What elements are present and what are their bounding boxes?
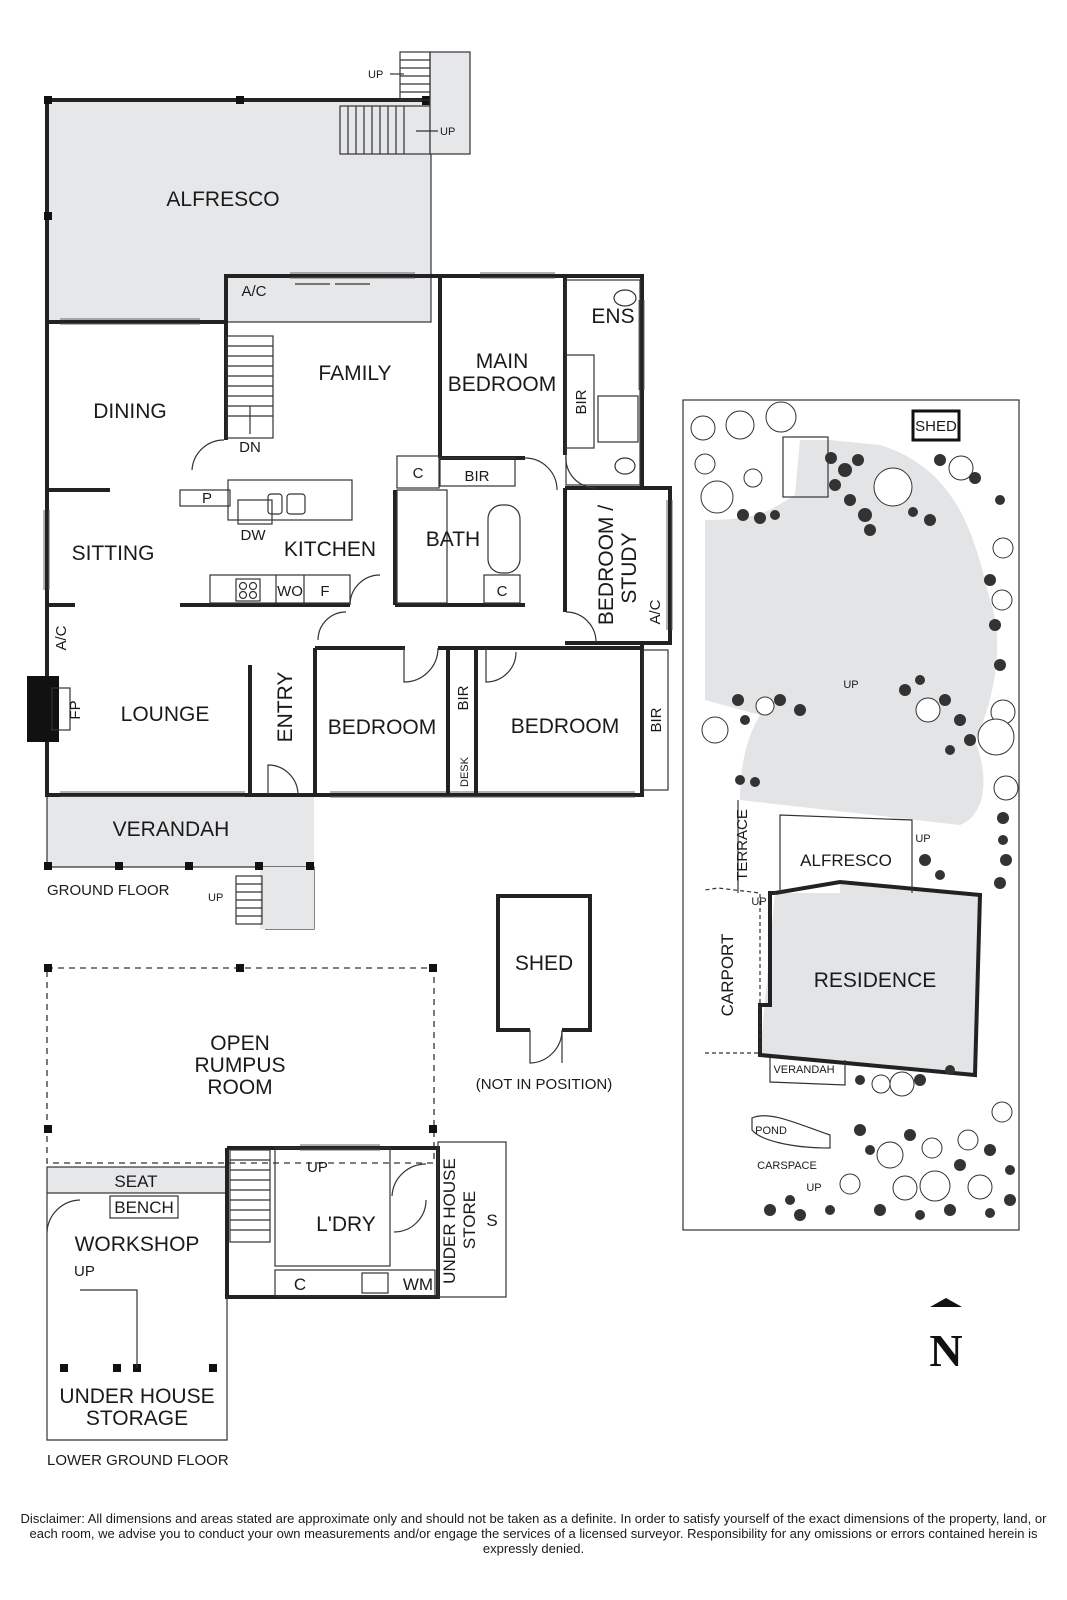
lower-ground-floor-plan: OPEN RUMPUS ROOM SEAT BENCH WORKSHOP L'D… <box>44 964 507 1469</box>
washing-machine-label: WM <box>403 1275 433 1294</box>
site-trees <box>690 401 1019 1202</box>
room-entry: ENTRY <box>274 672 297 743</box>
room-ensuite: ENS <box>591 305 634 328</box>
bir-bedroom1-label: BIR <box>455 685 472 710</box>
site-carspace-label: CARSPACE <box>757 1160 817 1172</box>
shed-plan: SHED (NOT IN POSITION) <box>476 894 612 1093</box>
site-shrubs <box>732 452 1016 1221</box>
room-bedroom-2: BEDROOM <box>511 715 620 738</box>
bir-hall-label: BIR <box>464 468 489 485</box>
lawn-area <box>705 440 998 825</box>
room-workshop: WORKSHOP <box>75 1233 200 1256</box>
fireplace <box>27 676 59 742</box>
desk-label: DESK <box>459 756 471 787</box>
ground-floor-title: GROUND FLOOR <box>47 882 170 899</box>
ac-label-top: A/C <box>241 283 266 300</box>
site-pond-label: POND <box>755 1125 787 1137</box>
laundry-tiles <box>274 1147 391 1267</box>
dishwasher-label: DW <box>241 527 267 544</box>
room-rumpus-line3: ROOM <box>207 1076 272 1099</box>
verandah-deck <box>47 797 314 867</box>
lower-stairs <box>229 1149 271 1243</box>
room-kitchen: KITCHEN <box>284 538 376 561</box>
lower-up-label-b: UP <box>74 1263 95 1280</box>
room-rumpus-line1: OPEN <box>210 1032 270 1055</box>
seat-area <box>47 1167 227 1193</box>
room-rumpus-line2: RUMPUS <box>194 1054 285 1077</box>
room-alfresco: ALFRESCO <box>166 188 279 211</box>
lower-floor-title: LOWER GROUND FLOOR <box>47 1452 229 1469</box>
room-laundry: L'DRY <box>316 1213 376 1236</box>
room-bath: BATH <box>426 528 480 551</box>
room-under-house-store-line2: STORE <box>460 1191 479 1249</box>
fridge-label: F <box>320 583 329 600</box>
site-shed-label: SHED <box>915 418 957 435</box>
site-carport-label: CARPORT <box>718 934 737 1017</box>
fireplace-label: FP <box>67 700 84 719</box>
cupboard-label-2: C <box>497 583 508 600</box>
down-label: DN <box>239 439 261 456</box>
room-lounge: LOUNGE <box>121 703 210 726</box>
room-sitting: SITTING <box>72 542 155 565</box>
site-up-label-c: UP <box>751 896 766 908</box>
disclaimer-text: Disclaimer: All dimensions and areas sta… <box>20 1511 1047 1556</box>
shed-note: (NOT IN POSITION) <box>476 1076 612 1093</box>
room-bedroom-study-line1: BEDROOM / <box>595 505 618 625</box>
residence-outline <box>758 879 983 1078</box>
room-under-house-storage-line1: UNDER HOUSE <box>59 1385 214 1408</box>
ac-label-study: A/C <box>647 599 664 624</box>
site-alfresco-label: ALFRESCO <box>800 851 892 870</box>
north-arrow: N <box>929 1298 963 1376</box>
site-up-label-a: UP <box>843 679 858 691</box>
lower-up-label-a: UP <box>307 1159 328 1176</box>
site-plan: SHED TERRACE ALFRESCO CARPORT RESIDENCE … <box>682 399 1020 1231</box>
pond <box>751 1115 831 1149</box>
house-exterior-walls <box>45 274 672 797</box>
site-residence-label: RESIDENCE <box>814 969 937 992</box>
family-stairs <box>226 335 274 439</box>
up-label-3: UP <box>208 892 223 904</box>
shed-label: SHED <box>515 952 573 975</box>
north-label: N <box>929 1325 962 1376</box>
site-up-label-b: UP <box>915 833 930 845</box>
bir-bedroom2-label: BIR <box>648 707 665 732</box>
kitchen-island <box>227 479 353 521</box>
site-shed <box>911 409 961 442</box>
ac-label-left: A/C <box>53 625 70 650</box>
bath-tiles <box>396 489 448 604</box>
room-under-house-store-line1: UNDER HOUSE <box>440 1158 459 1284</box>
cupboard-label-1: C <box>413 465 424 482</box>
room-family: FAMILY <box>318 362 391 385</box>
rumpus-outline <box>46 967 435 1164</box>
laundry-cupboard-label: C <box>294 1275 306 1294</box>
store-s-label: S <box>486 1211 497 1230</box>
north-arrow-icon <box>930 1298 962 1307</box>
under-house-store <box>437 1141 507 1298</box>
site-up-label-d: UP <box>806 1182 821 1194</box>
kitchen-bench <box>209 574 351 604</box>
alfresco-deck <box>47 100 431 322</box>
room-bedroom-1: BEDROOM <box>328 716 437 739</box>
pantry-label: P <box>202 490 212 507</box>
bathtub <box>487 504 521 574</box>
room-verandah: VERANDAH <box>113 818 230 841</box>
site-verandah-label: VERANDAH <box>773 1064 834 1076</box>
bench-label: BENCH <box>114 1198 174 1217</box>
bench <box>109 1195 179 1219</box>
seat-label: SEAT <box>114 1172 157 1191</box>
room-main-bedroom-line2: BEDROOM <box>448 373 557 396</box>
up-label-1: UP <box>368 69 383 81</box>
room-bedroom-study-line2: STUDY <box>618 532 641 603</box>
site-terrace-label: TERRACE <box>734 809 751 881</box>
room-under-house-storage-line2: STORAGE <box>86 1407 188 1430</box>
room-dining: DINING <box>93 400 167 423</box>
wall-oven-label: WO <box>277 583 303 600</box>
bir-main-label: BIR <box>573 389 590 414</box>
up-label-2: UP <box>440 126 455 138</box>
ground-floor-plan: UP UP <box>27 51 673 930</box>
room-main-bedroom-line1: MAIN <box>476 350 529 373</box>
